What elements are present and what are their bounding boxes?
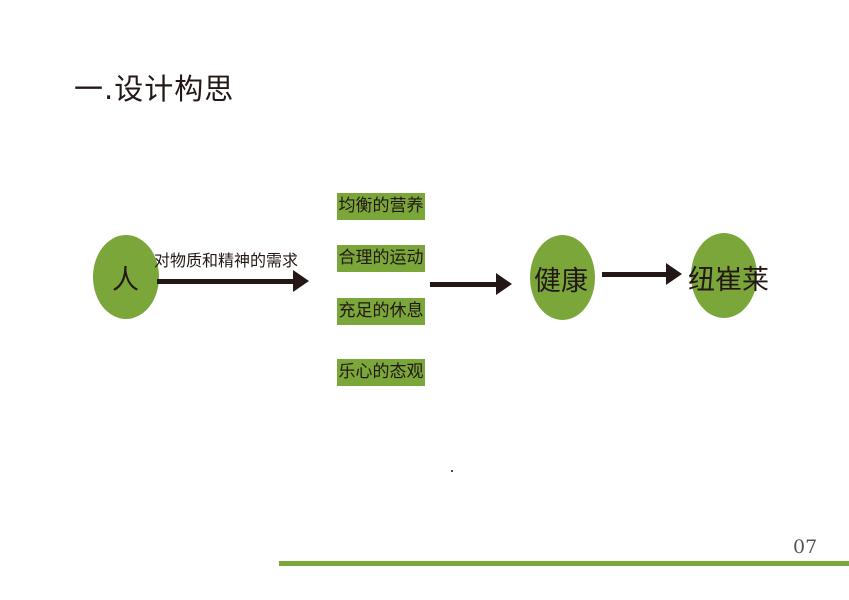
footer-rule bbox=[279, 561, 849, 566]
dot bbox=[451, 470, 453, 472]
page-number: 07 bbox=[793, 536, 818, 558]
arrow-head-1 bbox=[293, 270, 309, 292]
need-box: 合理的运动 bbox=[337, 245, 425, 272]
arrow-line-3 bbox=[602, 272, 666, 277]
need-box: 均衡的营养 bbox=[337, 193, 425, 220]
node-brand bbox=[691, 233, 757, 318]
node-health bbox=[530, 235, 595, 320]
arrow-line-2 bbox=[430, 282, 496, 287]
arrow-line-1 bbox=[157, 279, 293, 284]
page-title: 一.设计构思 bbox=[74, 72, 235, 106]
node-person bbox=[93, 235, 159, 319]
need-box: 乐心的态观 bbox=[337, 359, 425, 386]
arrow-label: 对物质和精神的需求 bbox=[154, 251, 299, 270]
node-health-label: 健康 bbox=[534, 266, 588, 297]
need-box: 充足的休息 bbox=[337, 298, 425, 325]
arrow-head-3 bbox=[666, 263, 682, 285]
node-person-label: 人 bbox=[112, 265, 139, 296]
node-brand-label: 纽崔莱 bbox=[688, 265, 769, 296]
arrow-head-2 bbox=[496, 273, 512, 295]
